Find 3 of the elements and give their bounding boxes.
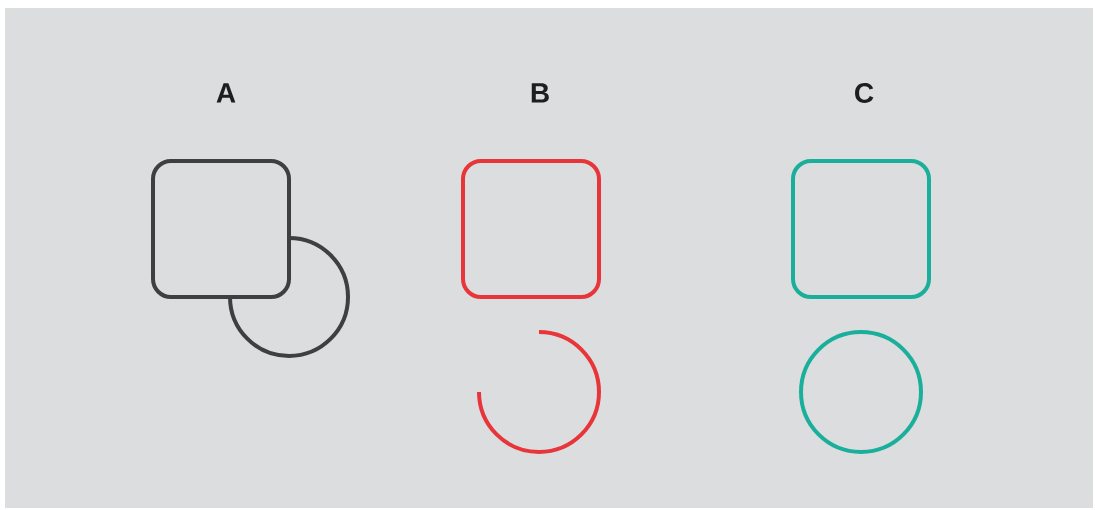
panel-letter: A — [216, 83, 236, 103]
panel-letter: C — [855, 83, 874, 103]
panel-letter: B — [531, 83, 549, 103]
